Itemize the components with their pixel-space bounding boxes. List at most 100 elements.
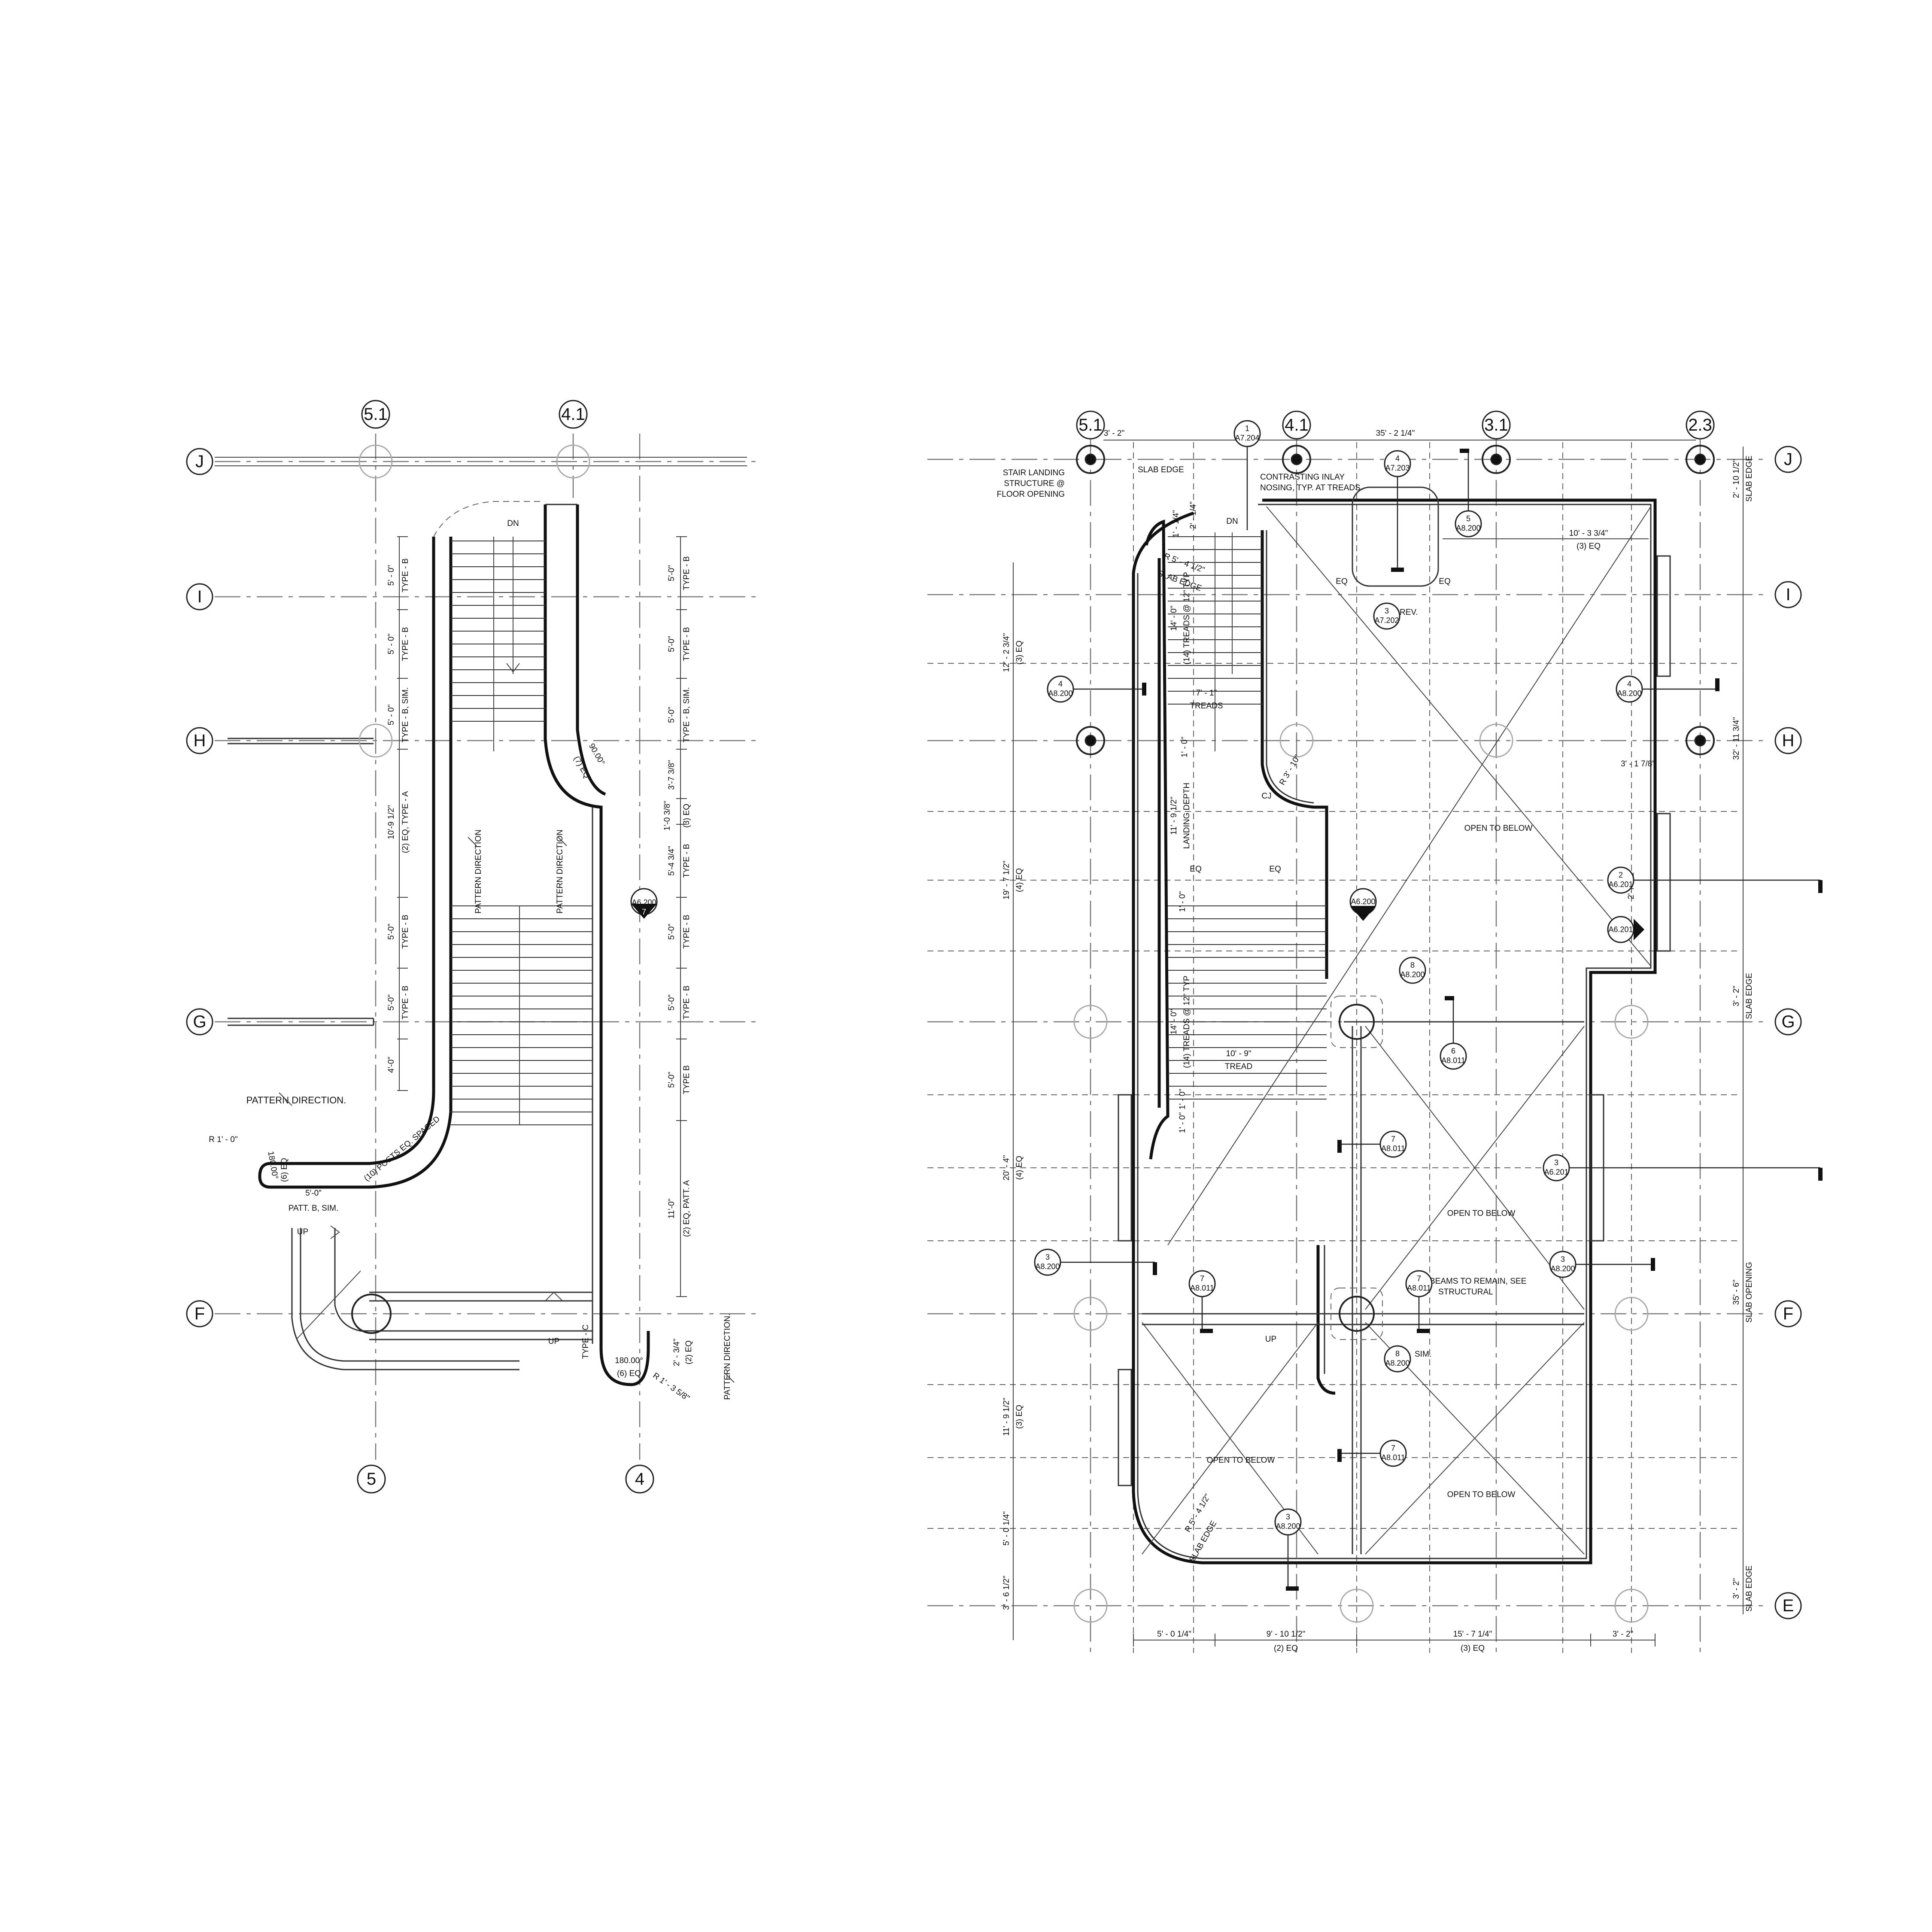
left-stair-outline xyxy=(258,501,650,1386)
eq-4: EQ xyxy=(1439,577,1450,586)
right-stair-treads xyxy=(1168,532,1327,1100)
left-dim-1-type: TYPE - B xyxy=(401,558,410,592)
grid-label-5-1: 5.1 xyxy=(364,405,388,424)
right-dim-7: 5'-0" xyxy=(667,923,676,940)
tag-a6-200-section: A6.200 xyxy=(1349,888,1377,921)
arc-180-b-eq: (6) EQ xyxy=(617,1369,641,1378)
slab-opening xyxy=(1132,498,1657,1564)
tag-a6-201-section: A6.201 xyxy=(1607,916,1644,943)
right-dim-8: 5'-0" xyxy=(667,994,676,1011)
pattern-arrow-3 xyxy=(558,837,567,846)
tag-sheet: A8.011 xyxy=(1441,1056,1465,1065)
left-lower-treads xyxy=(451,905,592,1125)
tag-sheet: A8.011 xyxy=(1381,1144,1405,1153)
right-tags: 1 A7.204 4 A7.203 5 A8.200 3 A xyxy=(1034,420,1823,1591)
pattern-direction-2: PATTERN DIRECTION xyxy=(556,829,565,914)
grid-label-4: 4 xyxy=(635,1470,644,1488)
d-1-0-a: 1' - 0" xyxy=(1180,737,1189,757)
left-notes: DN PATTERN DIRECTION PATTERN DIRECTION P… xyxy=(209,519,735,1403)
left-dim-2: 5' - 0" xyxy=(387,634,396,654)
tag-sheet: A6.201 xyxy=(1544,1168,1568,1176)
left-tag-ref: A6.200 xyxy=(632,898,656,907)
rgrid-label-i: I xyxy=(1786,585,1790,604)
tag-num: 3 xyxy=(1286,1513,1290,1521)
left-dim-4: 10'-9 1/2" xyxy=(387,805,396,839)
treads-label: TREADS xyxy=(1190,702,1223,711)
grid-label-5: 5 xyxy=(367,1470,376,1488)
right-dim-6: 5'-4 3/4" xyxy=(667,846,676,876)
tag-sheet: A8.200 xyxy=(1385,1359,1410,1367)
rleft-dim-6: 3' - 6 1/2" xyxy=(1002,1576,1011,1610)
d-2-1-4: 2' - 1/4" xyxy=(1189,501,1198,529)
left-tag-sub: 7 xyxy=(642,908,646,916)
right-dim-6-type: TYPE - B xyxy=(682,844,691,878)
d-1-1-4: 1' - 1/4" xyxy=(1172,510,1181,538)
contrasting-note-2: NOSING, TYP. AT TREADS xyxy=(1260,483,1361,492)
top-dim-overall: 35' - 2 1/4" xyxy=(1376,429,1415,438)
dim-2-3-4: 2' - 3/4" xyxy=(672,1339,681,1366)
right-dim-string: 5'-0" TYPE - B 5'-0" TYPE - B 5'-0" TYPE… xyxy=(663,536,691,1297)
right-dim-4: 3'-7 3/8" xyxy=(667,760,676,790)
rev-label: REV. xyxy=(1400,608,1418,617)
right-dim-3: 5'-0" xyxy=(667,707,676,723)
tag-num: 5 xyxy=(1466,514,1470,523)
d-3-1-7-8: 3' - 1 7/8" xyxy=(1621,759,1655,769)
radius-2: R 1' - 3 5/8" xyxy=(651,1371,691,1403)
rright-dim-2: 32' - 11 3/4" xyxy=(1732,717,1741,760)
rright-dim-1-e: SLAB EDGE xyxy=(1745,456,1754,502)
left-dim-5-type: TYPE - B xyxy=(401,914,410,948)
rgrid-label-4-1: 4.1 xyxy=(1285,416,1309,434)
stair-landing-note-3: FLOOR OPENING xyxy=(997,490,1065,499)
tag-1-a7-204: 1 A7.204 xyxy=(1233,420,1261,530)
tag-sheet: A8.011 xyxy=(1190,1284,1214,1292)
rright-dim-4: 35' - 6" xyxy=(1732,1280,1741,1305)
right-up-label: UP xyxy=(1265,1335,1276,1344)
tag-sheet: A8.200 xyxy=(1400,970,1425,979)
arc-180-b: 180.00° xyxy=(615,1356,643,1365)
tag-sheet: A8.200 xyxy=(1276,1522,1300,1531)
left-dim-3-type: TYPE - B, SIM. xyxy=(401,687,410,743)
tag-num: 3 xyxy=(1554,1158,1558,1167)
open-below-4: OPEN TO BELOW xyxy=(1447,1490,1516,1499)
right-dim-9-type: TYPE B xyxy=(682,1065,691,1094)
tag-4-a8-200-right: 4 A8.200 xyxy=(1616,675,1719,703)
left-dim-5: 5'-0" xyxy=(387,923,396,940)
rright-dim-5: 3' - 2" xyxy=(1732,1578,1741,1599)
tag-6-a8-011: 6 A8.011 xyxy=(1440,996,1467,1070)
up-label-2: UP xyxy=(548,1337,559,1346)
rgrid-label-g: G xyxy=(1781,1012,1795,1031)
pattern-direction-3: PATTERN DIRECTION. xyxy=(246,1095,346,1106)
tread-label: TREAD xyxy=(1225,1062,1252,1071)
tag-num: 7 xyxy=(1417,1274,1421,1283)
beams-note-1: BEAMS TO REMAIN, SEE xyxy=(1430,1277,1526,1286)
landing-depth: LANDING DEPTH xyxy=(1182,783,1191,849)
rgrid-label-3-1: 3.1 xyxy=(1484,416,1508,434)
left-dim-6: 5'-0" xyxy=(387,994,396,1011)
rgrid-label-j: J xyxy=(1784,450,1792,469)
rgrid-label-e: E xyxy=(1783,1596,1794,1615)
eq-1: EQ xyxy=(1190,865,1201,874)
tag-num: 7 xyxy=(1391,1135,1395,1143)
tag-sheet: A6.200 xyxy=(1351,897,1375,906)
left-dim-7: 4'-0" xyxy=(387,1057,396,1073)
left-dim-string: 5' - 0" TYPE - B 5' - 0" TYPE - B 5' - 0… xyxy=(387,536,410,1091)
right-dim-10-type: (2) EQ, PATT. A xyxy=(682,1180,691,1237)
right-dim-10: 11'-0" xyxy=(667,1199,676,1219)
open-below-1: OPEN TO BELOW xyxy=(1464,824,1533,833)
rright-dim-1: 2' - 10 1/2" xyxy=(1732,459,1741,498)
tread-width: 10' - 9" xyxy=(1226,1049,1252,1058)
arc-90: 90.00° xyxy=(587,742,607,767)
treads-b-dim: 14' - 0" xyxy=(1170,1009,1179,1035)
dn-label: DN xyxy=(507,519,519,528)
tag-sheet: A8.200 xyxy=(1617,689,1641,698)
right-columns xyxy=(1073,445,1715,1623)
eq-3: EQ xyxy=(1336,577,1347,586)
rleft-dim-3: 20' - 4" xyxy=(1002,1155,1011,1181)
tag-num: 7 xyxy=(1200,1274,1204,1283)
tag-num: 6 xyxy=(1451,1047,1455,1055)
stair-landing-note-1: STAIR LANDING xyxy=(1003,468,1065,477)
tag-num: 3 xyxy=(1561,1255,1565,1264)
rleft-dim-4: 11' - 9 1/2" xyxy=(1002,1397,1011,1436)
radius-a: R 5' - 4 1/2" xyxy=(1163,552,1206,575)
